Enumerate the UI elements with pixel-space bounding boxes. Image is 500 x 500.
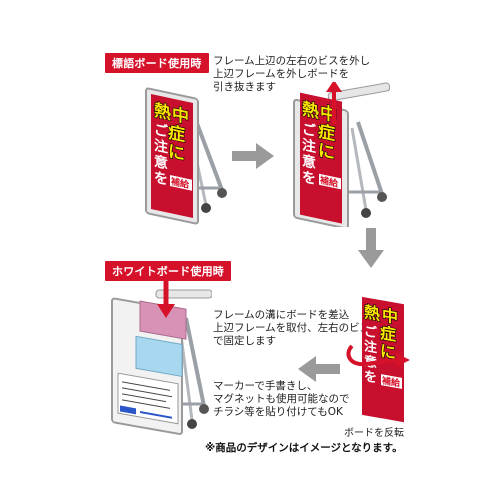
poster-char-heat: 熱	[154, 100, 171, 124]
arrow-left-icon	[298, 356, 340, 382]
poster-char-naka: 中	[172, 104, 189, 128]
title-board-stand-image: 熱 中 症 に ご 注 意 を 補給	[145, 87, 227, 225]
whiteboard-stand-image	[111, 280, 212, 435]
poster-char-go: ご	[364, 322, 378, 341]
flipped-board-image: 熱 中 症 に ご 注 意 を 補給	[346, 296, 410, 423]
poster-char-chuu: 注	[364, 337, 377, 356]
magnet-sheet	[135, 335, 183, 378]
poster-char-heat: 熱	[302, 98, 319, 122]
poster-char-sho: 症	[168, 122, 185, 146]
design-disclaimer: ※商品のデザインはイメージとなります。	[205, 442, 403, 454]
poster-board	[362, 296, 404, 423]
whiteboard-label: ホワイトボード使用時	[105, 261, 231, 281]
poster-char-chuu: 注	[302, 136, 316, 156]
poster-char-ni: に	[318, 141, 335, 164]
poster-char-go: ご	[154, 121, 169, 141]
arrow-down-icon	[358, 228, 384, 268]
arrow-right-icon	[232, 143, 274, 169]
poster-char-sho: 症	[318, 121, 335, 145]
poster-board	[300, 92, 342, 224]
rotate-icon	[346, 344, 399, 367]
poster-char-i: 意	[154, 153, 168, 173]
flip-board-caption: ボードを反転	[344, 428, 404, 439]
instruction-remove-board: フレーム上辺の左右のビスを外し 上辺フレームを外しボードを 引き抜きます	[213, 55, 371, 93]
poster-char-sho: 症	[380, 323, 396, 345]
poster-char-i: 意	[302, 152, 316, 172]
poster-char-heat: 熱	[364, 302, 380, 324]
title-board-label: 標語ボード使用時	[105, 53, 209, 73]
poster-char-wo: を	[154, 170, 168, 189]
poster-char-wo: を	[364, 368, 377, 386]
arrow-up-icon	[326, 82, 342, 124]
poster-char-ni: に	[380, 341, 396, 363]
arrow-down-icon	[157, 280, 175, 318]
instruction-whiteboard-usage: マーカーで手書きし、 マグネットも使用可能なので チラシ等を貼り付けてもOK	[213, 380, 350, 418]
stand-frame	[327, 82, 390, 222]
poster-char-go: ご	[302, 120, 317, 140]
poster-char-ni: に	[168, 142, 185, 165]
poster-char-chuu: 注	[154, 137, 168, 157]
instruction-insert-board: フレームの溝にボードを差込 上辺フレームを取付、左右のビス で固定します	[213, 309, 371, 347]
poster-hokyuu: 補給	[381, 374, 401, 389]
poster-char-naka: 中	[382, 305, 398, 327]
board-removal-image: 熱 中 症 に ご 注 意 を 補給	[293, 82, 390, 227]
poster-char-wo: を	[302, 169, 316, 188]
